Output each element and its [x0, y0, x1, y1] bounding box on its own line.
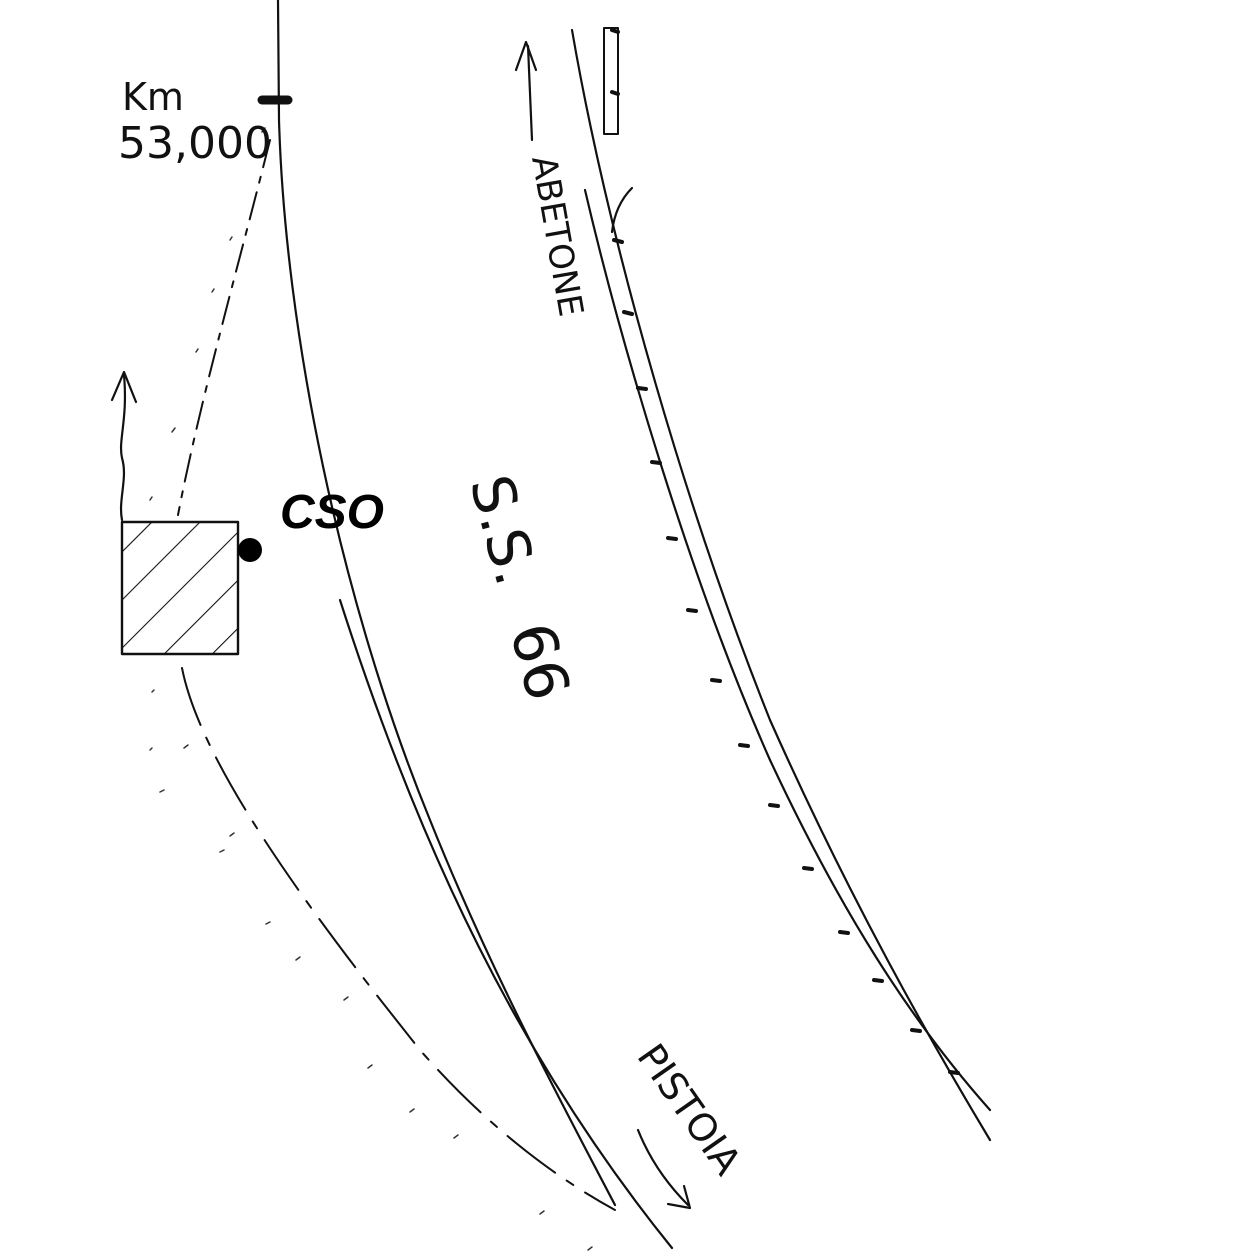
- guardrail-line: [583, 188, 992, 1112]
- road-edge-left: [276, 0, 617, 1207]
- arrow-down-icon: [636, 1128, 690, 1207]
- road-label-number: 66: [496, 616, 583, 708]
- guardrail-hook: [610, 186, 634, 234]
- arrow-up-icon: [526, 44, 534, 142]
- dashed-boundary-upper: [177, 139, 271, 516]
- km-label: Km: [122, 75, 184, 119]
- station-label: CSO: [280, 486, 384, 539]
- guardrail-post-box: [603, 27, 619, 135]
- dashed-boundary-lower: [181, 667, 616, 1211]
- road-edge-right: [570, 28, 992, 1142]
- building-hatched: [120, 520, 240, 656]
- guardrail-ticks: [612, 238, 960, 1075]
- access-arrow-icon: [119, 373, 127, 522]
- road-edge-lower: [338, 598, 674, 1250]
- direction-north-label: ABETONE: [523, 153, 591, 320]
- direction-south-label: PISTOIA: [629, 1036, 750, 1183]
- road-label-prefix: S.S.: [456, 468, 550, 592]
- station-dot-icon: [238, 538, 262, 562]
- embankment-marks: [149, 127, 593, 1251]
- km-value: 53,000: [118, 118, 272, 169]
